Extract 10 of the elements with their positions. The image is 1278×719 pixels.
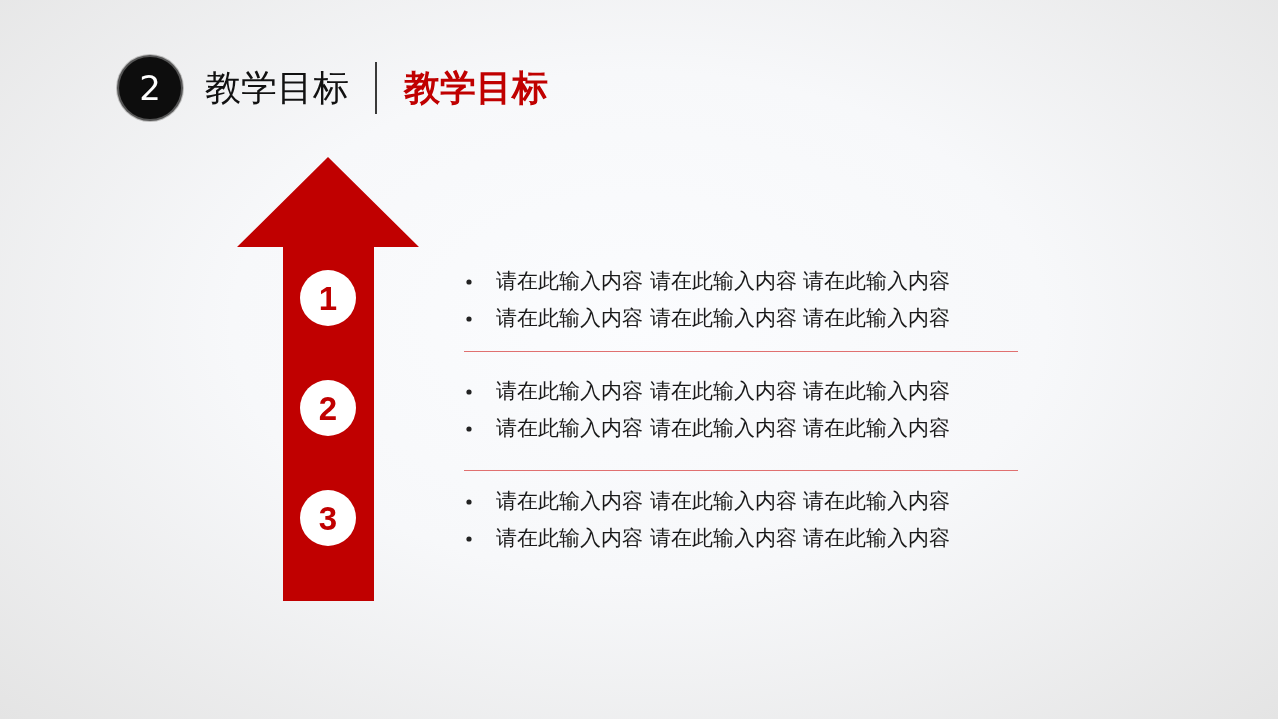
bullet-text: 请在此输入内容 请在此输入内容 请在此输入内容 bbox=[496, 488, 951, 515]
bullet-text: 请在此输入内容 请在此输入内容 请在此输入内容 bbox=[496, 305, 951, 332]
bullet-text: 请在此输入内容 请在此输入内容 请在此输入内容 bbox=[496, 525, 951, 552]
number-badge: 2 bbox=[119, 57, 181, 119]
highlight-title: 教学目标 bbox=[404, 66, 548, 110]
bullet-text: 请在此输入内容 请在此输入内容 请在此输入内容 bbox=[496, 378, 951, 405]
title-text: 教学目标 bbox=[205, 66, 349, 110]
up-arrow-shape bbox=[237, 157, 419, 601]
bullet-text: 请在此输入内容 请在此输入内容 请在此输入内容 bbox=[496, 415, 951, 442]
bullet-text: 请在此输入内容 请在此输入内容 请在此输入内容 bbox=[496, 268, 951, 295]
